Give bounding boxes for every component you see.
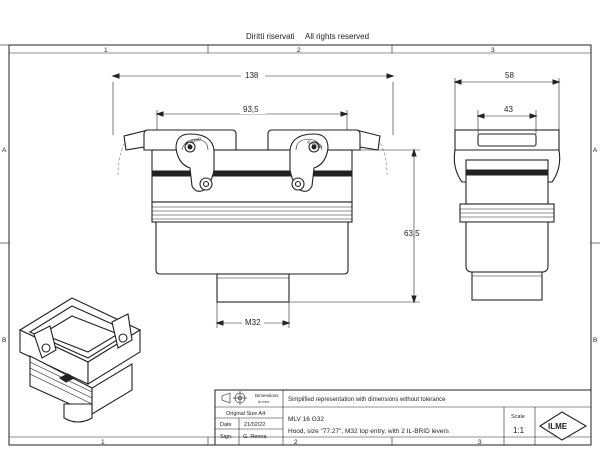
units-label: in mm [258,399,270,404]
dim-overall-width: 138 [245,71,259,80]
side-top-slot [477,133,537,147]
date-label: Date [220,422,232,428]
title-block: Dimensions in mm Simplified representati… [214,389,592,446]
front-dimension-m32: M32 [215,302,291,328]
sign-value: G. Renna [243,434,267,440]
part-number: MLV 16 G32 [288,416,324,423]
column-label-1-bottom: 1 [101,439,105,446]
m32-cable-entry [216,273,290,303]
left-il-brid-lever: IL-BRID [175,133,215,192]
front-dimension-63-5: 63,5 [290,148,420,304]
ilme-logo: ILME [538,411,588,441]
dim-side-inner: 43 [504,105,513,114]
left-lever-label: IL-BRID [185,136,202,146]
projection-symbol-icon [221,391,247,405]
original-size: Original Size A4 [226,411,265,417]
column-label-3: 3 [491,47,495,54]
column-label-3-bottom: 3 [478,439,482,446]
row-label-a-left: A [2,147,7,154]
part-description: Hood, size "77.27", M32 top entry, with … [288,428,450,435]
column-label-1: 1 [104,47,108,54]
right-lever-label: IL-BRID [306,139,323,149]
side-cable-entry [471,271,543,301]
date-value: 21/02/22 [244,422,265,428]
rights-reserved-en: All rights reserved [305,32,369,41]
dimensions-label: Dimensions [255,393,279,398]
hood-ribs [151,201,353,223]
side-view [453,129,561,301]
scale-value: 1:1 [513,426,525,435]
tolerance-note: Simplified representation with dimension… [288,397,446,403]
isometric-view [18,297,142,423]
side-dimension-58: 58 [453,70,561,130]
scale-label: Scale [511,414,525,420]
hood-dark-band [151,170,353,177]
side-dimension-43: 43 [476,104,538,134]
sign-label: Sign. [220,434,233,440]
side-lower-body [465,221,549,273]
dim-height: 63,5 [404,229,420,238]
hood-lower-body [155,221,349,275]
dim-side-width: 58 [505,71,514,80]
front-dimension-93-5: 93,5 [155,104,349,130]
row-label-a-right: A [593,147,598,154]
dim-inner-width: 93,5 [243,105,259,114]
logo-text: ILME [548,422,568,431]
row-label-b-right: B [593,337,597,344]
dim-thread: M32 [245,318,261,327]
right-il-brid-lever: IL-BRID [289,133,329,192]
side-dark-band [465,169,549,176]
row-label-b-left: B [2,337,6,344]
rights-reserved-it: Diritti riservati [246,32,295,41]
column-label-2: 2 [297,47,301,54]
front-dimension-138: 138 [111,70,395,135]
side-upper-body [465,159,549,205]
column-label-2-bottom: 2 [294,439,298,446]
front-view: IL-BRID IL-BRID [117,129,388,303]
